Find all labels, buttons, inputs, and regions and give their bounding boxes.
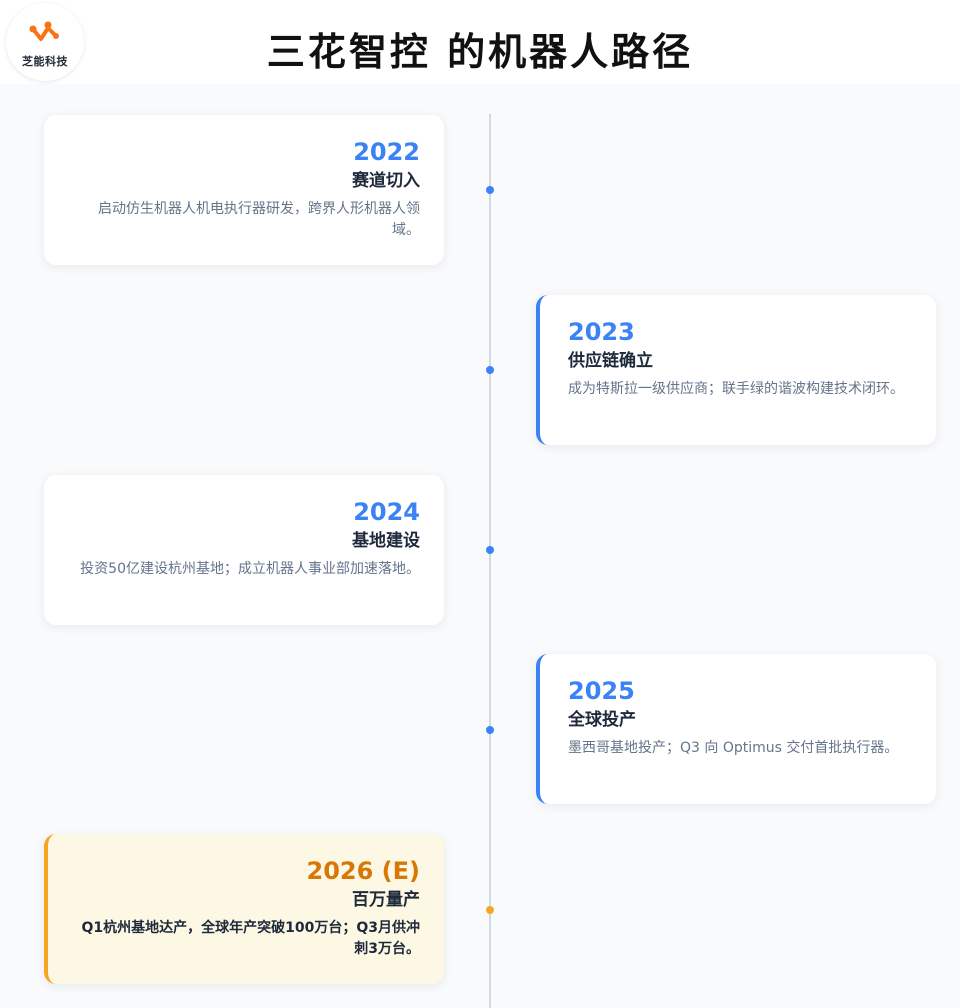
timeline-year: 2025 — [568, 677, 635, 705]
timeline-event-title: 供应链确立 — [568, 351, 653, 371]
timeline-card-2023: 2023 供应链确立 成为特斯拉一级供应商；联手绿的谐波构建技术闭环。 — [536, 295, 936, 445]
timeline-card-2026-forecast: 2026 (E) 百万量产 Q1杭州基地达产，全球年产突破100万台；Q3月供冲… — [44, 834, 444, 984]
timeline-card-2025: 2025 全球投产 墨西哥基地投产；Q3 向 Optimus 交付首批执行器。 — [536, 654, 936, 804]
timeline-event-desc: 投资50亿建设杭州基地；成立机器人事业部加速落地。 — [80, 561, 420, 577]
timeline-event-desc: 墨西哥基地投产；Q3 向 Optimus 交付首批执行器。 — [568, 740, 899, 756]
timeline-event-title: 百万量产 — [352, 890, 420, 910]
page-title: 三花智控 的机器人路径 — [266, 30, 694, 74]
timeline-year: 2026 (E) — [306, 857, 420, 885]
timeline-event-title: 全球投产 — [568, 710, 636, 730]
timeline-dot-2026 — [486, 906, 494, 914]
timeline-dot-2024 — [486, 546, 494, 554]
timeline-event-title: 基地建设 — [352, 531, 420, 551]
company-logo: 芝能科技 — [6, 3, 84, 81]
timeline-year: 2022 — [353, 138, 420, 166]
timeline-card-2022: 2022 赛道切入 启动仿生机器人机电执行器研发，跨界人形机器人领域。 — [44, 115, 444, 265]
header-bar: 芝能科技 三花智控 的机器人路径 — [0, 0, 960, 84]
timeline-event-title: 赛道切入 — [352, 171, 420, 191]
logo-mark-icon — [29, 21, 59, 41]
timeline-dot-2025 — [486, 726, 494, 734]
timeline-event-desc: Q1杭州基地达产，全球年产突破100万台；Q3月供冲刺3万台。 — [81, 920, 420, 957]
timeline-event-desc: 启动仿生机器人机电执行器研发，跨界人形机器人领域。 — [98, 201, 420, 238]
timeline-dot-2022 — [486, 186, 494, 194]
timeline-year: 2024 — [353, 498, 420, 526]
timeline-axis — [489, 114, 491, 1008]
timeline-event-desc: 成为特斯拉一级供应商；联手绿的谐波构建技术闭环。 — [568, 381, 904, 397]
timeline-dot-2023 — [486, 366, 494, 374]
timeline-year: 2023 — [568, 318, 635, 346]
logo-text: 芝能科技 — [22, 55, 68, 68]
timeline-card-2024: 2024 基地建设 投资50亿建设杭州基地；成立机器人事业部加速落地。 — [44, 475, 444, 625]
